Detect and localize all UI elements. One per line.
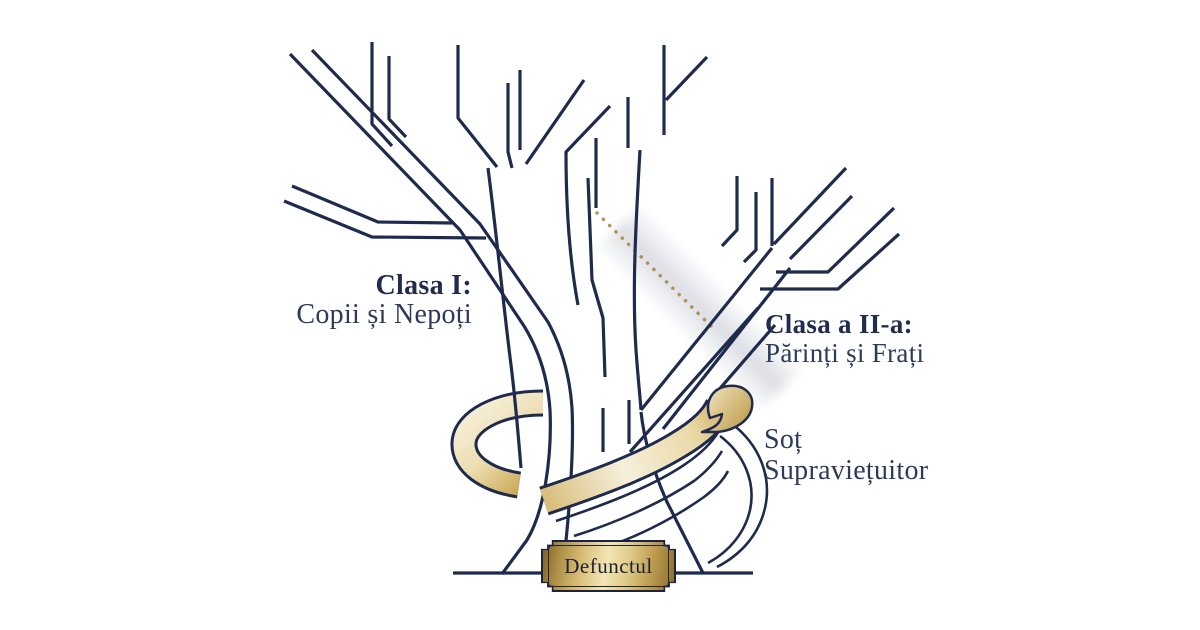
spouse-line1: Soț [764,424,803,455]
deceased-plaque: Defunctul [541,540,676,592]
ribbon-front-swash [539,384,754,516]
class1-subtitle: Copii și Nepoți [296,299,472,330]
ribbon-back-loop [450,389,544,499]
ribbon-curl [700,384,754,434]
plaque-inner-frame: Defunctul [548,545,669,587]
class2-heading: Clasa a II-a: [765,309,913,339]
gold-dotted-line [595,211,718,333]
ribbon-echo-lines [555,421,769,569]
spouse-line2: Supraviețuitor [764,455,929,486]
label-class2: Clasa a II-a: Părinți și Frați [765,310,1025,368]
class2-subtitle: Părinți și Frați [765,338,925,368]
label-class1: Clasa I: Copii și Nepoți [250,271,472,329]
label-spouse: Soț Supraviețuitor [764,424,1004,486]
plaque-text: Defunctul [564,553,653,578]
class1-heading: Clasa I: [375,270,472,301]
plaque-gold-face [543,542,674,590]
